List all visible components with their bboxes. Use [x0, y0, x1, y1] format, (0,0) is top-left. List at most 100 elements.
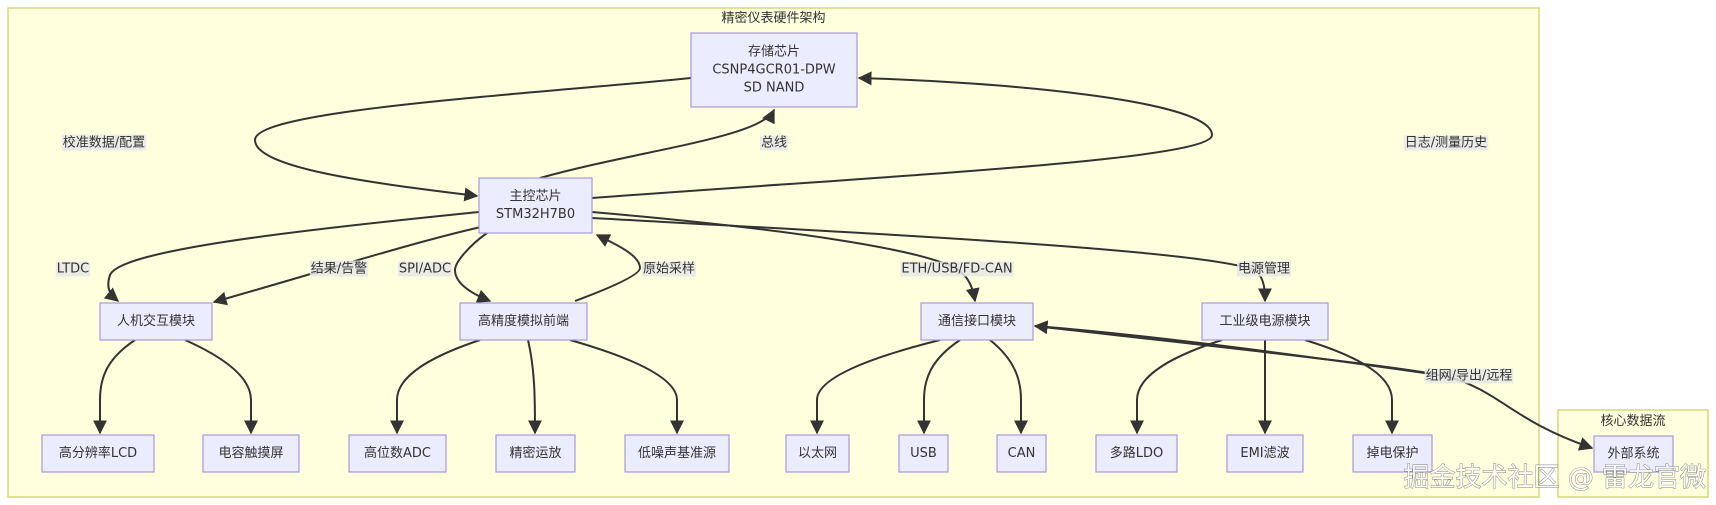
node-label: 低噪声基准源	[638, 446, 716, 461]
edge-hmi-to-touch	[184, 339, 258, 435]
node-power[interactable]: 工业级电源模块	[1201, 302, 1329, 341]
edge-power-to-ldo	[1130, 339, 1223, 435]
edge-label-bg	[309, 260, 369, 277]
edge-comm-to-can	[989, 339, 1028, 435]
edge-label: 电源管理	[1238, 262, 1290, 277]
node-label: SD NAND	[744, 81, 805, 96]
edge-label-bg	[900, 261, 1014, 277]
node-label: 通信接口模块	[938, 313, 1016, 329]
node-label: 掉电保护	[1366, 446, 1418, 461]
node-label: 人机交互模块	[117, 313, 195, 329]
node-ldo[interactable]: 多路LDO	[1095, 434, 1178, 473]
node-pfp[interactable]: 掉电保护	[1352, 434, 1433, 473]
node-box[interactable]	[348, 434, 447, 473]
node-box[interactable]	[478, 177, 593, 234]
edge-afe-to-vref	[569, 339, 684, 435]
node-comm[interactable]: 通信接口模块	[920, 302, 1034, 341]
edge-label: 结果/告警	[311, 261, 367, 277]
edge-label: 日志/测量历史	[1405, 136, 1487, 151]
edge-hmi-to-lcd	[93, 339, 136, 435]
node-box[interactable]	[202, 434, 300, 473]
cluster-title-flow: 核心数据流	[1600, 414, 1665, 429]
edge-label-bg	[1403, 135, 1489, 151]
node-usb[interactable]: USB	[898, 434, 949, 473]
edge-mcu-to-storage	[591, 71, 1214, 199]
edge-afe-to-mcu	[574, 234, 642, 302]
edge-label: LTDC	[57, 262, 89, 277]
node-label: EMI滤波	[1240, 446, 1289, 461]
node-box[interactable]	[785, 434, 850, 473]
node-box[interactable]	[624, 434, 730, 473]
edge-comm-to-usb	[917, 339, 961, 435]
node-eth[interactable]: 以太网	[785, 434, 850, 473]
node-label: STM32H7B0	[496, 207, 575, 222]
node-label: 精密运放	[509, 445, 561, 461]
node-box[interactable]	[1226, 434, 1304, 473]
edge-mcu-to-hmi	[212, 224, 491, 306]
node-touch[interactable]: 电容触摸屏	[202, 434, 300, 473]
edge-label: 组网/导出/远程	[1426, 369, 1513, 384]
node-label: 存储芯片	[748, 45, 800, 60]
node-box[interactable]	[1095, 434, 1178, 473]
node-label: 高分辨率LCD	[59, 445, 137, 461]
node-storage[interactable]: 存储芯片 CSNP4GCR01-DPW SD NAND	[690, 32, 858, 108]
edge-label-bg	[55, 261, 91, 277]
node-box[interactable]	[495, 434, 576, 473]
node-mcu[interactable]: 主控芯片 STM32H7B0	[478, 177, 593, 234]
edge-storage-to-mcu	[253, 77, 692, 202]
edge-power-to-pfp	[1304, 339, 1399, 435]
edge-mcu-to-storage	[539, 108, 775, 179]
node-box[interactable]	[690, 32, 858, 108]
node-box[interactable]	[459, 302, 588, 341]
node-label: CSNP4GCR01-DPW	[712, 63, 835, 78]
edge-label-bg	[397, 261, 453, 277]
node-label: 外部系统	[1607, 447, 1659, 462]
node-label: 主控芯片	[509, 189, 561, 204]
node-adc[interactable]: 高位数ADC	[348, 434, 447, 473]
edge-ext-to-comm	[1034, 325, 1446, 377]
node-vref[interactable]: 低噪声基准源	[624, 434, 730, 473]
node-box[interactable]	[1352, 434, 1433, 473]
edge-mcu-to-power	[591, 217, 1272, 303]
edge-label-bg	[1424, 368, 1514, 384]
node-label: 多路LDO	[1110, 445, 1164, 461]
node-afe[interactable]: 高精度模拟前端	[459, 302, 588, 341]
node-hmi[interactable]: 人机交互模块	[99, 302, 213, 341]
edge-label: SPI/ADC	[399, 262, 451, 277]
watermark-text: 掘金技术社区 @ 雷龙官微	[1403, 463, 1706, 493]
node-label: 以太网	[798, 446, 837, 461]
node-ext[interactable]: 外部系统	[1593, 435, 1674, 473]
node-box[interactable]	[996, 434, 1047, 473]
edge-label-bg	[61, 134, 147, 151]
edge-mcu-to-afe	[453, 232, 492, 303]
node-lcd[interactable]: 高分辨率LCD	[41, 434, 155, 473]
node-box[interactable]	[1593, 435, 1674, 473]
node-box[interactable]	[99, 302, 213, 341]
edge-arrowhead-comm	[1033, 320, 1049, 335]
edge-label: 原始采样	[643, 262, 695, 277]
node-label: USB	[910, 446, 937, 461]
node-box[interactable]	[1201, 302, 1329, 341]
node-box[interactable]	[920, 302, 1034, 341]
node-can[interactable]: CAN	[996, 434, 1047, 473]
node-label: 工业级电源模块	[1219, 314, 1310, 329]
edge-comm-to-eth	[810, 339, 941, 435]
node-label: 高精度模拟前端	[478, 313, 569, 329]
node-label: 电容触摸屏	[218, 445, 283, 461]
edge-label: 校准数据/配置	[63, 135, 145, 151]
node-box[interactable]	[41, 434, 155, 473]
edge-label: 总线	[761, 136, 787, 151]
edge-afe-to-opamp	[527, 339, 542, 435]
node-label: CAN	[1008, 446, 1036, 461]
edge-label-bg	[641, 261, 697, 277]
node-opamp[interactable]: 精密运放	[495, 434, 576, 473]
cluster-title-main: 精密仪表硬件架构	[721, 10, 825, 26]
node-emi[interactable]: EMI滤波	[1226, 434, 1304, 473]
edge-label-bg	[759, 135, 789, 151]
edge-label-bg	[1236, 261, 1292, 277]
edge-afe-to-adc	[390, 339, 481, 435]
edge-mcu-to-hmi	[103, 211, 480, 302]
node-box[interactable]	[898, 434, 949, 473]
node-label: 高位数ADC	[364, 445, 431, 461]
